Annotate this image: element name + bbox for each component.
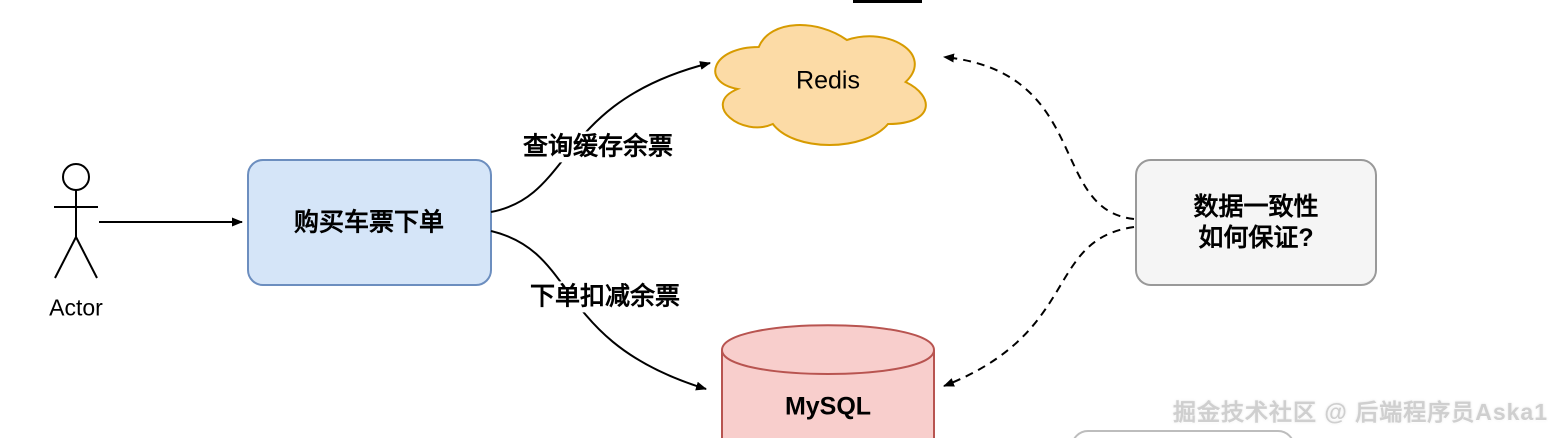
order-deduct-edge-label: 下单扣减余票	[526, 281, 684, 313]
query-cache-edge-label: 查询缓存余票	[519, 131, 677, 163]
watermark-text: 掘金技术社区 @ 后端程序员Aska1	[1173, 399, 1548, 425]
question-box-shape	[1135, 159, 1377, 286]
mysql-label: MySQL	[784, 392, 872, 421]
actor-label: Actor	[49, 294, 103, 321]
cropped-shape-bottom-edge	[1073, 430, 1293, 438]
mysql-cylinder-shape	[721, 324, 935, 438]
mysql-cylinder-rim	[721, 349, 935, 375]
redis-label: Redis	[796, 66, 860, 95]
question-line-2: 如何保证?	[1198, 224, 1314, 252]
question-line-1: 数据一致性	[1193, 192, 1319, 221]
question-box-label: 数据一致性 如何保证?	[1193, 192, 1318, 255]
question-to-mysql-dashed-edge	[943, 226, 1135, 387]
order-box-label: 购买车票下单	[293, 208, 445, 237]
question-to-redis-dashed-edge	[943, 53, 1135, 220]
order-box-shape	[247, 159, 492, 286]
actor-figure-icon	[54, 163, 98, 279]
redis-cloud-shape	[714, 24, 927, 146]
